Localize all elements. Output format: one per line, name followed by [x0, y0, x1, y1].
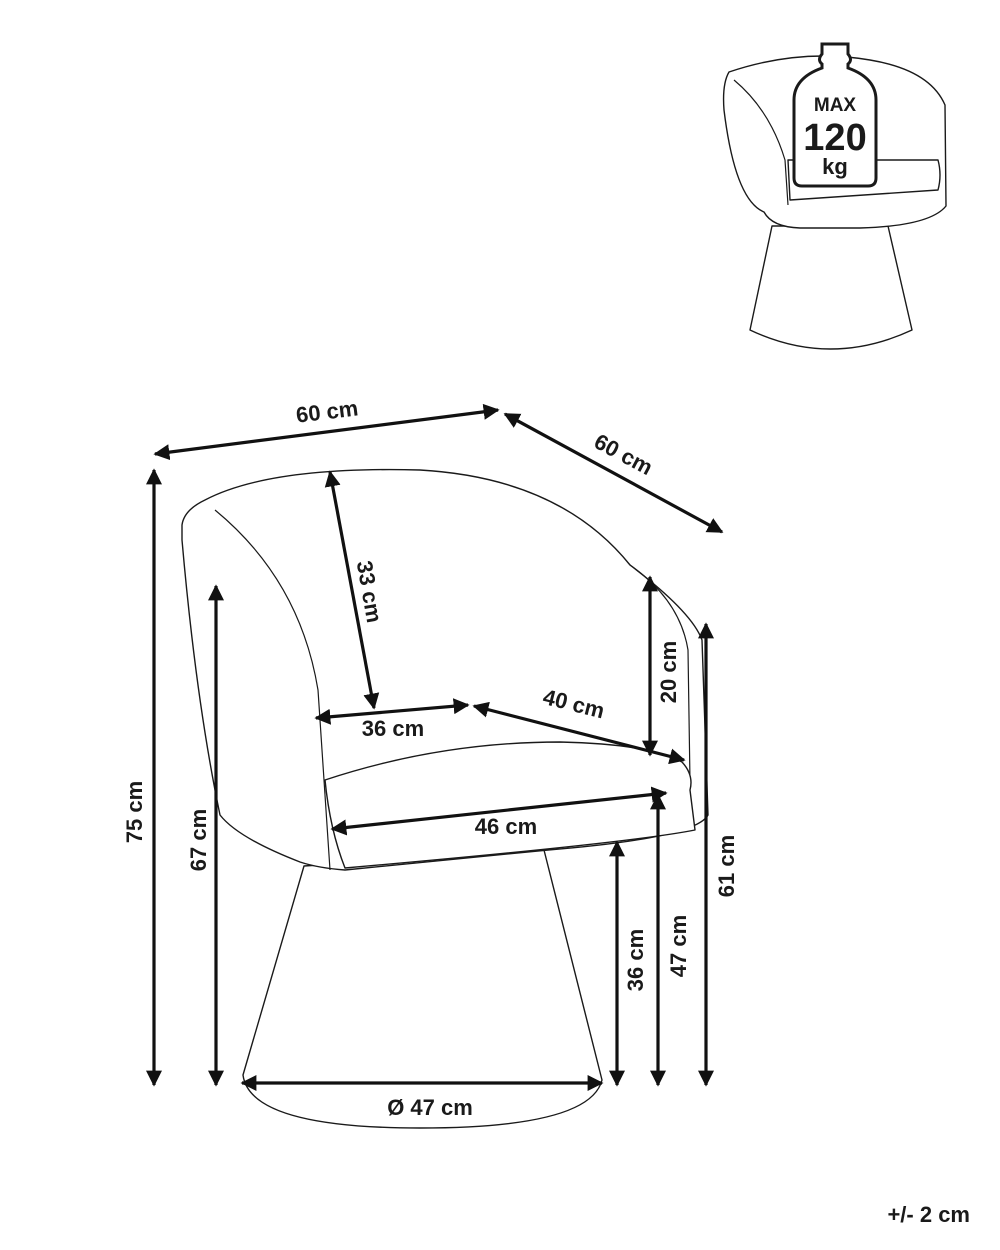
label-base-height: 36 cm — [623, 929, 648, 991]
label-total-height: 75 cm — [122, 781, 147, 843]
label-seat-back-depth: 36 cm — [362, 716, 424, 741]
weight-thumbnail: MAX 120 kg — [722, 42, 947, 350]
dim-line-backrest-height — [324, 470, 380, 710]
chair-illustration — [181, 468, 709, 1129]
label-base-diameter: Ø 47 cm — [387, 1095, 473, 1120]
label-back-height-floor: 67 cm — [186, 809, 211, 871]
dimension-labels: 60 cm 60 cm 75 cm 67 cm 33 cm 36 cm 40 c… — [122, 395, 739, 1120]
label-arm-height-floor: 61 cm — [714, 835, 739, 897]
dim-line-seat-back-depth — [314, 698, 470, 725]
label-top-depth: 60 cm — [590, 429, 657, 480]
weight-badge: MAX 120 kg — [792, 42, 878, 188]
label-armrest-height: 20 cm — [656, 641, 681, 703]
weight-badge-number: 120 — [803, 117, 866, 159]
label-top-width: 60 cm — [295, 395, 360, 427]
chair-inner-back — [214, 509, 331, 871]
label-seat-height: 47 cm — [666, 915, 691, 977]
weight-badge-unit: kg — [822, 154, 848, 179]
thumbnail-chair-icon — [722, 55, 947, 350]
tolerance-note: +/- 2 cm — [887, 1202, 970, 1227]
dim-line-top-depth — [503, 412, 724, 534]
label-seat-width: 46 cm — [475, 814, 537, 839]
dimension-lines — [146, 403, 724, 1091]
dim-line-top-width — [153, 403, 500, 461]
chair-base — [242, 849, 603, 1129]
dim-line-seat-width — [330, 786, 668, 836]
weight-badge-max: MAX — [814, 95, 857, 116]
